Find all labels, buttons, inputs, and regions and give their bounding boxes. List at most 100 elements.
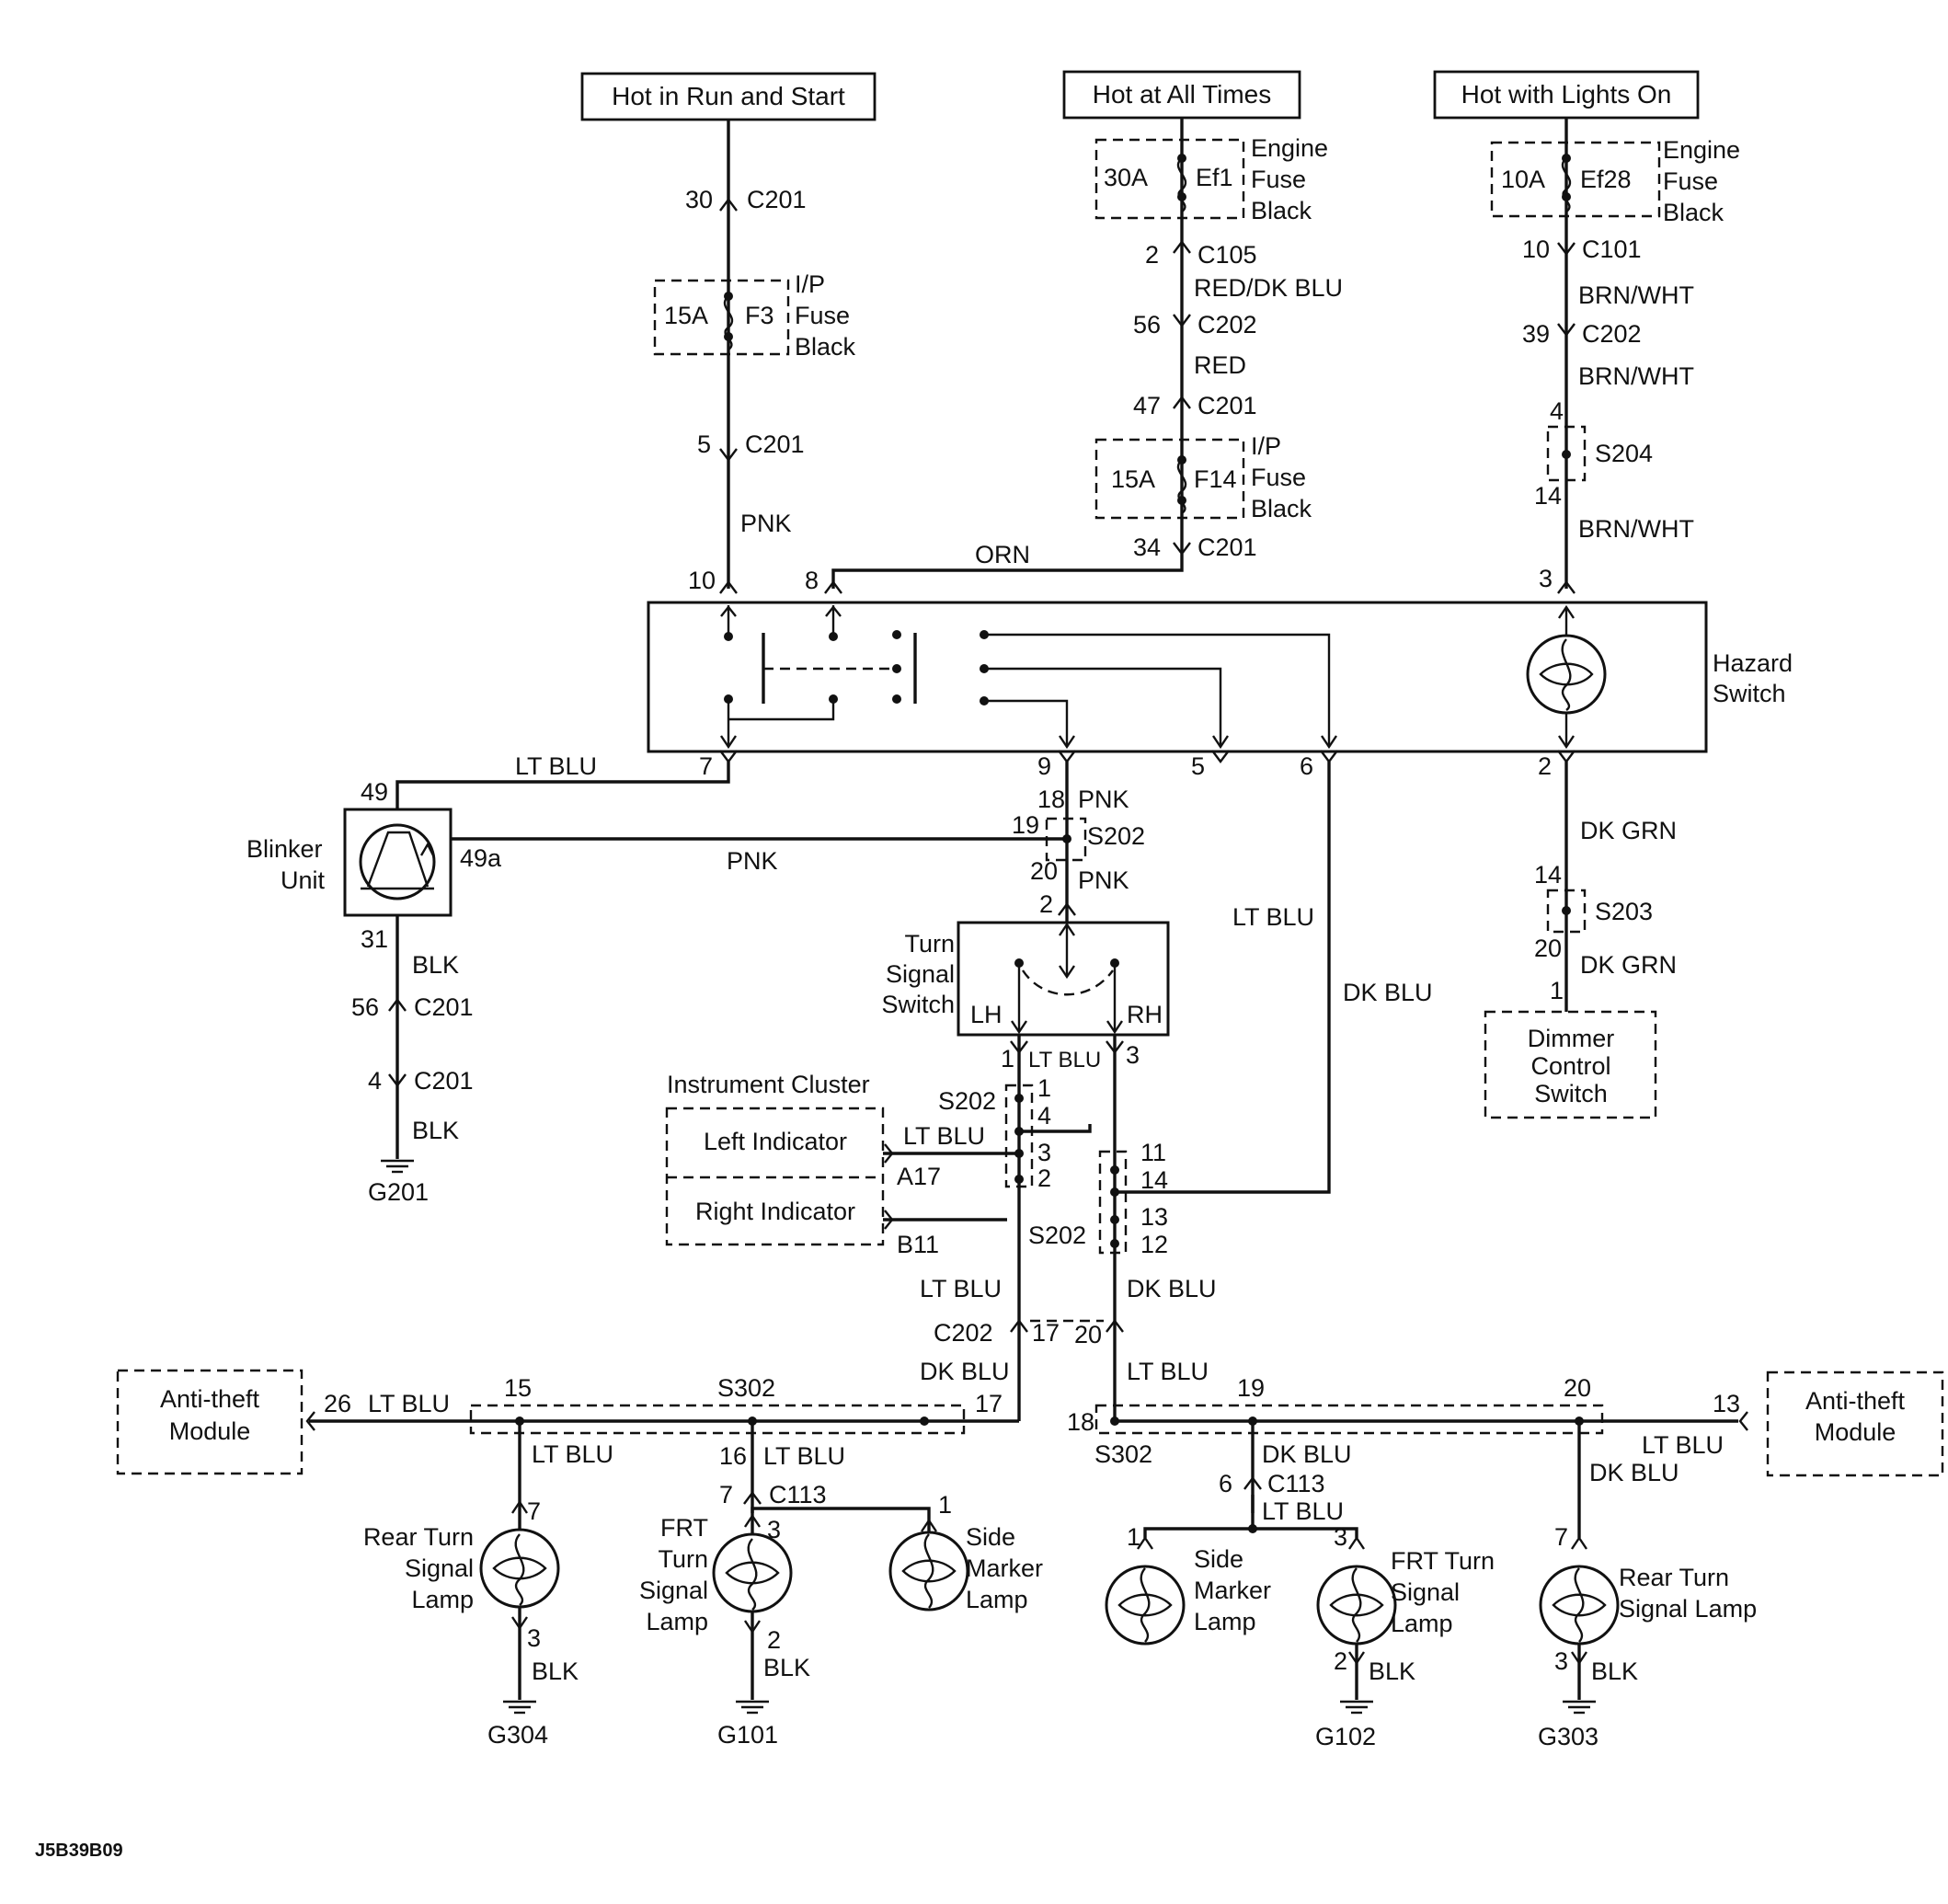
wire-color-label: BLK xyxy=(532,1657,579,1685)
component-label: Control xyxy=(1530,1052,1610,1080)
component-label: FRT Turn xyxy=(1391,1547,1495,1575)
component-label: Signal xyxy=(639,1577,708,1604)
ground-icon xyxy=(1563,1700,1596,1715)
right-turn-circuit: 3 11 14 13 12 S202 DK BLU B11 DK BLU 20 … xyxy=(883,762,1433,1421)
splice-s204 xyxy=(1546,425,1587,482)
pin-label: 17 xyxy=(975,1390,1003,1417)
front-turn-lamp-left: 16 LT BLU 7 C113 3 2 BLK FRT Turn Signal… xyxy=(639,1421,931,1749)
wire-color-label: LT BLU xyxy=(515,752,597,780)
pin-label: 13 xyxy=(1140,1203,1168,1231)
pin-label: 16 xyxy=(719,1442,747,1470)
left-turn-circuit: 1 LT BLU S202 1 4 3 2 LT BLU LT BLU A17 … xyxy=(883,903,1314,1421)
component-label: Rear Turn xyxy=(1619,1564,1729,1591)
wire-color-label: PNK xyxy=(1078,866,1129,894)
pin-label: 12 xyxy=(1140,1231,1168,1258)
splice-label: S204 xyxy=(1595,440,1653,467)
component-label: Side xyxy=(1194,1545,1243,1573)
component-label: Signal Lamp xyxy=(1619,1595,1757,1623)
wire-color-label: LT BLU xyxy=(763,1442,845,1470)
splice-label: S202 xyxy=(1087,822,1145,850)
indicator-label: Right Indicator xyxy=(695,1198,855,1225)
splice-label: S202 xyxy=(938,1087,996,1115)
pin-label: 1 xyxy=(1001,1045,1014,1072)
pin-label: 2 xyxy=(1145,241,1159,269)
pin-label: 19 xyxy=(1237,1374,1265,1402)
pin-label: 17 xyxy=(1032,1319,1060,1347)
splice-s203 xyxy=(1546,889,1587,934)
pin-label: 14 xyxy=(1140,1166,1168,1194)
wire-color-label: LT BLU xyxy=(368,1390,450,1417)
pin-label: 2 xyxy=(1037,1164,1051,1192)
pin-label: 3 xyxy=(767,1516,781,1543)
splice-s202-right xyxy=(1098,1150,1128,1255)
ground-icon xyxy=(503,1700,536,1715)
connector-label: C113 xyxy=(1267,1470,1325,1497)
all-times-feed: 30A Ef1 Engine Fuse Black 2 C105 RED/DK … xyxy=(805,118,1343,595)
component-label: Lamp xyxy=(1391,1610,1453,1637)
pin-label: 2 xyxy=(1538,752,1552,780)
fuse-label: I/P xyxy=(1251,432,1281,460)
component-label: Module xyxy=(169,1417,251,1445)
wire-color-label: BLK xyxy=(763,1654,810,1681)
side-marker-lamp-left: 1 Side Marker Lamp xyxy=(888,1491,1043,1613)
pin-label: 3 xyxy=(1334,1523,1347,1551)
fuse-name: F14 xyxy=(1194,465,1237,493)
splice-s202-left xyxy=(1004,1084,1034,1188)
pin-label: 30 xyxy=(685,186,713,213)
wire-color-label: LT BLU xyxy=(903,1122,985,1150)
component-label: Switch xyxy=(881,991,955,1018)
pin-label: 7 xyxy=(699,752,713,780)
pin-label: 11 xyxy=(1140,1139,1166,1166)
component-label: Module xyxy=(1815,1418,1896,1446)
connector-label: C201 xyxy=(1197,392,1257,419)
front-turn-lamp-right: DK BLU 6 C113 LT BLU 1 Side Marker Lamp … xyxy=(1105,1421,1495,1750)
pin-label: 2 xyxy=(1039,890,1053,918)
pin-label: 6 xyxy=(1219,1470,1232,1497)
fuse-name: F3 xyxy=(745,302,774,329)
component-label: Anti-theft xyxy=(160,1385,260,1413)
pin-label: 19 xyxy=(1012,811,1039,839)
splice-label: S202 xyxy=(1028,1222,1086,1249)
fuse-ef1-box xyxy=(1094,138,1245,220)
splice-s202 xyxy=(1045,817,1087,862)
wire-color-label: DK BLU xyxy=(1262,1440,1352,1468)
wire-color-label: DK BLU xyxy=(920,1358,1010,1385)
component-label: Turn xyxy=(658,1545,708,1573)
wire-color-label: LT BLU xyxy=(532,1440,613,1468)
fuse-label: Engine xyxy=(1251,134,1328,162)
wire-color-label: PNK xyxy=(727,847,778,875)
wire-color-label: DK GRN xyxy=(1580,951,1677,979)
pin-label: 5 xyxy=(1191,752,1205,780)
wire-color-label: BRN/WHT xyxy=(1578,281,1694,309)
component-label: Signal xyxy=(405,1554,474,1582)
fuse-label: Black xyxy=(795,333,856,361)
fuse-name: Ef28 xyxy=(1580,166,1632,193)
connector-label: B11 xyxy=(897,1231,939,1258)
pin-label: 13 xyxy=(1713,1390,1740,1417)
wire-color-label: PNK xyxy=(1078,786,1129,813)
pin-label: 7 xyxy=(527,1497,541,1525)
pin-label: 18 xyxy=(1037,786,1065,813)
fuse-label: Fuse xyxy=(1251,166,1306,193)
fuse-amp: 15A xyxy=(664,302,708,329)
pin-label: 20 xyxy=(1074,1321,1102,1348)
ground-label: G303 xyxy=(1538,1723,1599,1750)
figure-id: J5B39B09 xyxy=(35,1841,123,1861)
fuse-label: Black xyxy=(1663,199,1725,226)
pin-label: 4 xyxy=(368,1067,382,1095)
ground-label: G101 xyxy=(717,1721,778,1749)
pin-label: 8 xyxy=(805,567,819,594)
pin-label: 31 xyxy=(361,925,388,953)
fuse-label: I/P xyxy=(795,270,825,298)
connector-label: C202 xyxy=(934,1319,993,1347)
connector-label: C201 xyxy=(414,1067,474,1095)
component-label: Dimmer xyxy=(1528,1025,1615,1052)
blinker-unit: LT BLU 49 Blinker Unit 49a PNK 31 BLK 56… xyxy=(246,752,1067,1206)
pin-label: 56 xyxy=(1133,311,1161,338)
fuse-amp: 30A xyxy=(1104,164,1148,191)
power-source-run-start: Hot in Run and Start xyxy=(580,72,877,121)
right-lamp-bus: 18 S302 19 20 13 LT BLU Anti-theft Modul… xyxy=(1067,1371,1944,1477)
fuse-f3-box xyxy=(653,279,790,356)
ground-label: G201 xyxy=(368,1178,429,1206)
